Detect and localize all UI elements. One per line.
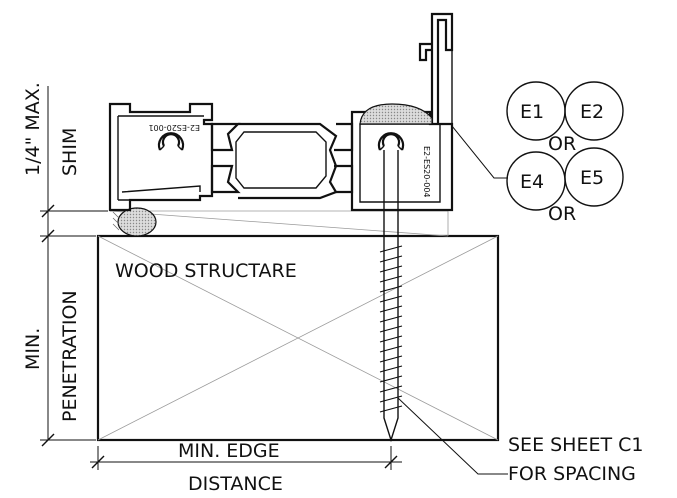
bubble-e1-label: E1 bbox=[520, 101, 544, 123]
shim-dimension bbox=[40, 86, 108, 447]
callout-leader-line bbox=[451, 125, 508, 179]
glazing-seal bbox=[359, 103, 433, 125]
bubble-e5-label: E5 bbox=[580, 167, 604, 189]
wood-structure-block bbox=[96, 234, 500, 442]
shim-block bbox=[117, 207, 157, 237]
fastener-screw bbox=[379, 150, 403, 443]
or-label-2: OR bbox=[548, 203, 576, 225]
shim-max-label: 1/4" MAX. bbox=[22, 82, 44, 176]
shim-hatch-marks bbox=[112, 211, 120, 231]
penetration-label: PENETRATION bbox=[59, 290, 81, 422]
bubble-e2 bbox=[564, 81, 624, 141]
callout-bubbles bbox=[506, 81, 624, 211]
wood-structure-label: WOOD STRUCTARE bbox=[115, 260, 297, 282]
profile-code-left: E2-ES20-001 bbox=[149, 123, 201, 132]
edge-distance-dimension bbox=[90, 446, 402, 470]
bubble-e5 bbox=[564, 147, 624, 207]
min-edge-label: MIN. EDGE bbox=[178, 440, 280, 462]
spacing-leader-line bbox=[397, 397, 508, 475]
bubble-e2-label: E2 bbox=[580, 101, 604, 123]
or-label-1: OR bbox=[548, 133, 576, 155]
distance-label: DISTANCE bbox=[188, 473, 283, 495]
shim-label: SHIM bbox=[59, 128, 81, 176]
see-sheet-label: SEE SHEET C1 bbox=[508, 434, 643, 456]
bubble-e4-label: E4 bbox=[520, 171, 544, 193]
profile-code-right: E2-ES20-004 bbox=[422, 146, 431, 198]
for-spacing-label: FOR SPACING bbox=[508, 463, 636, 485]
min-label: MIN. bbox=[22, 328, 44, 370]
